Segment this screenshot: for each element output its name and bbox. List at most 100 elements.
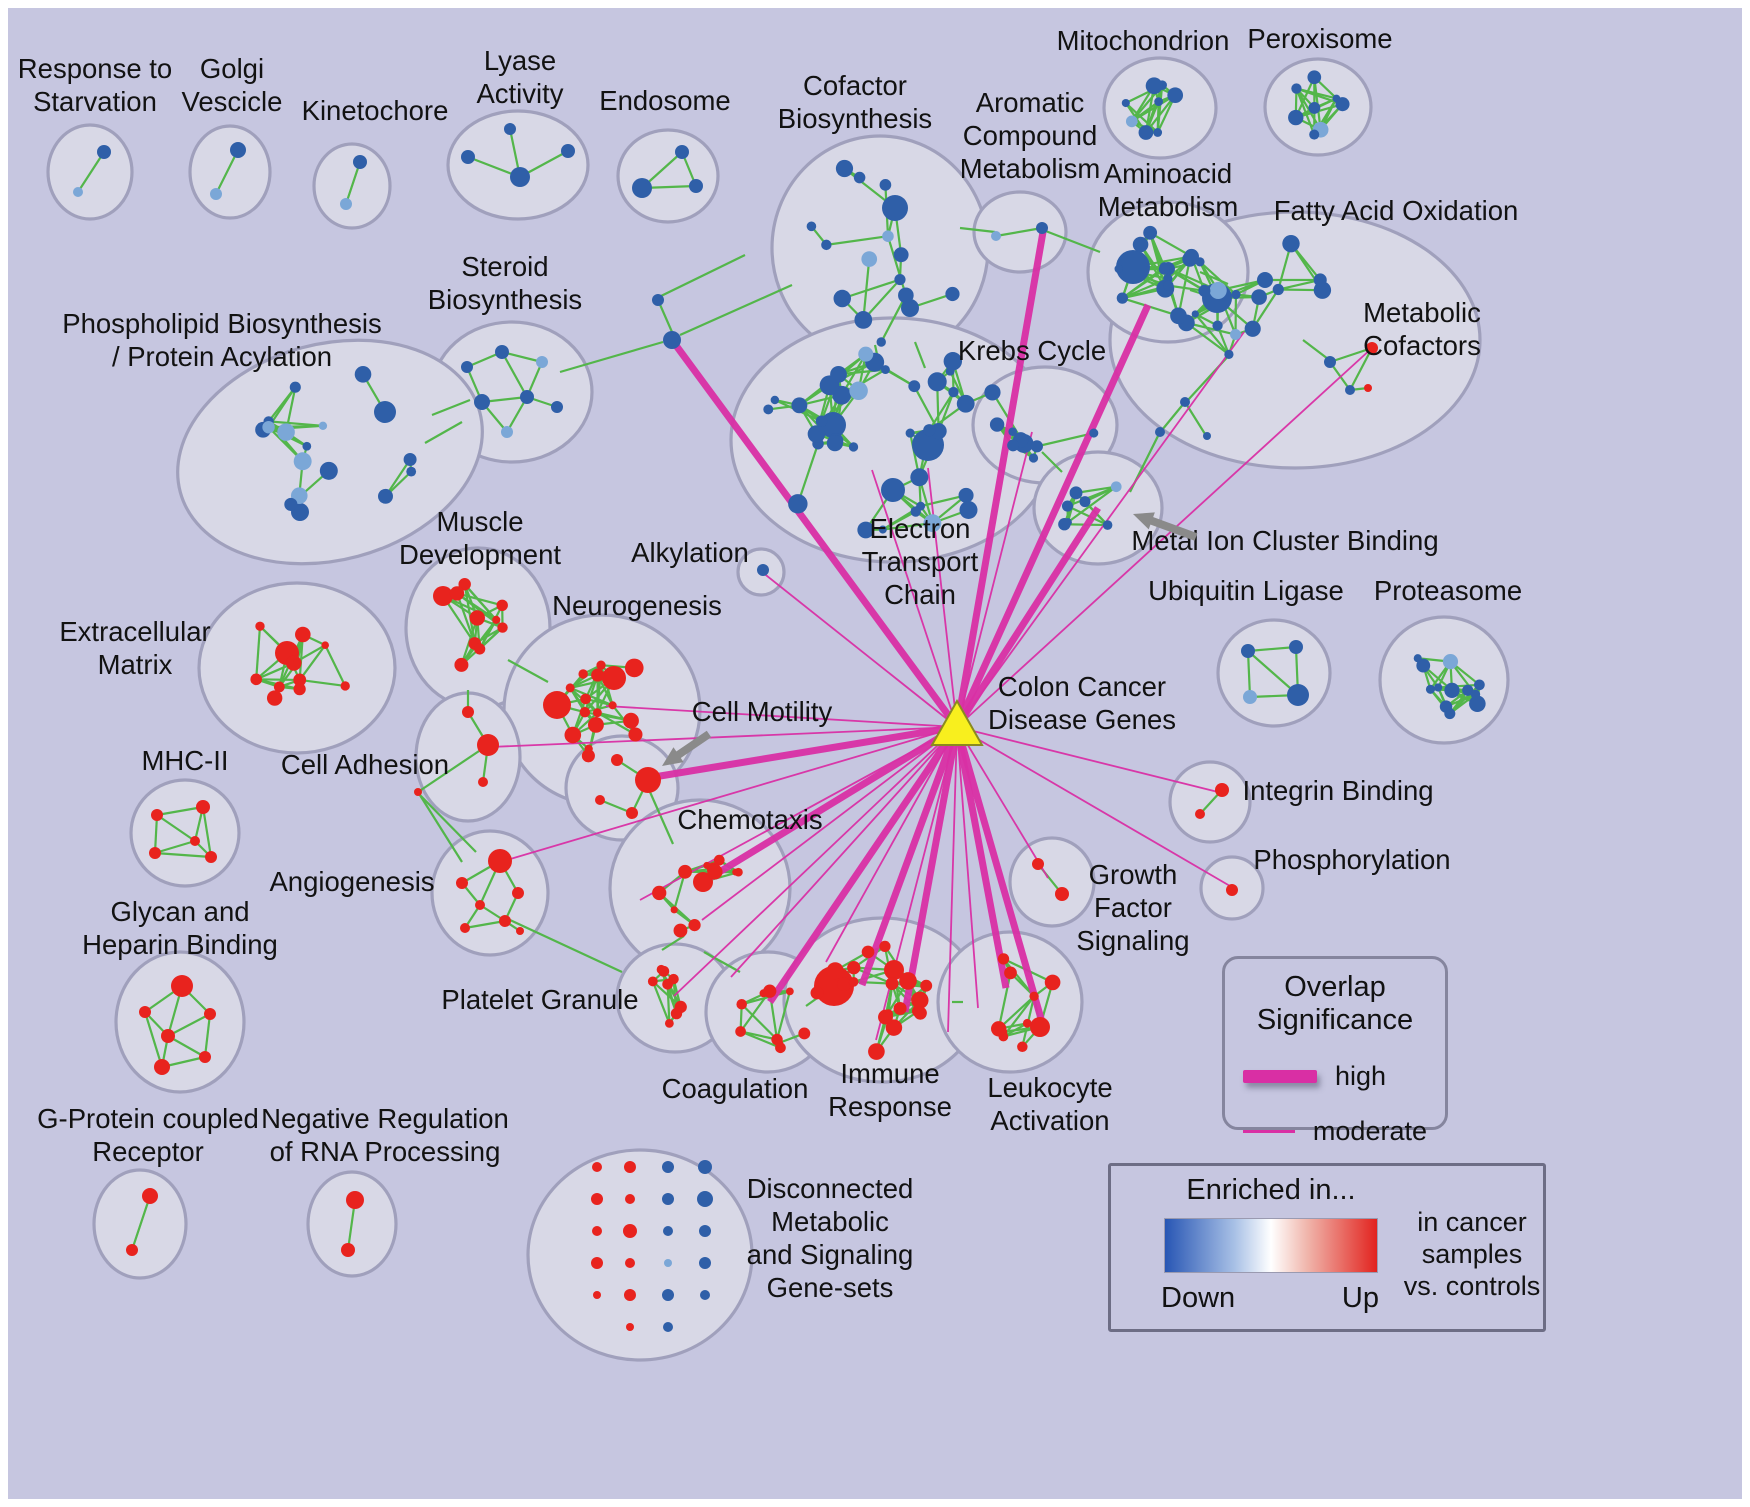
gene-set-node [1154, 97, 1163, 106]
gene-set-node [255, 621, 265, 631]
gene-set-node [205, 851, 217, 863]
gene-set-node [406, 466, 417, 477]
cluster-angiogenesis [430, 829, 550, 957]
gene-set-node [456, 877, 468, 889]
gene-set-node [1145, 77, 1163, 95]
gene-set-node [893, 1001, 907, 1015]
gene-set-node [700, 1290, 710, 1300]
gene-set-edge [1121, 268, 1165, 300]
legend-row-moderate: moderate [1225, 1116, 1445, 1147]
label-neurogenesis: Neurogenesis [552, 590, 722, 621]
hub-link-moderate [673, 726, 958, 997]
gene-set-node [319, 461, 338, 480]
gene-set-node [905, 428, 915, 438]
gene-set-node [1288, 109, 1304, 126]
gene-set-node [1203, 432, 1211, 440]
gene-set-node [670, 1007, 683, 1020]
gene-set-edge [1036, 432, 1095, 448]
gene-set-node [142, 1188, 158, 1204]
gene-set-node [149, 847, 161, 859]
gene-set-node [565, 683, 575, 693]
gene-set-edge [424, 421, 463, 444]
label-phospholipid-protein-acylation: Phospholipid Biosynthesis/ Protein Acyla… [62, 308, 382, 372]
hub-link-moderate [489, 726, 958, 748]
gene-set-node [625, 1194, 635, 1204]
gene-set-node [791, 397, 808, 414]
gene-set-node [884, 960, 904, 980]
hub-link-moderate [499, 726, 958, 863]
hub-link-high [647, 723, 958, 782]
gene-set-node [958, 487, 974, 503]
hub-link-moderate [956, 726, 1049, 879]
gene-set-node [536, 356, 548, 368]
gene-set-node [1243, 690, 1257, 704]
gene-set-node [848, 976, 859, 987]
gene-set-edge [256, 678, 300, 682]
gene-set-node [1036, 222, 1048, 234]
gene-set-node [199, 1051, 211, 1063]
gene-set-node [1058, 518, 1071, 531]
gene-set-edge [775, 991, 791, 1040]
gene-set-node [1324, 356, 1336, 368]
gene-set-edge [203, 1013, 212, 1058]
gene-set-node [1291, 83, 1302, 94]
gene-set-node [277, 423, 295, 441]
gene-set-edge [1185, 321, 1230, 356]
gene-set-node [624, 1161, 636, 1173]
gene-set-node [1061, 500, 1074, 512]
gene-set-node [984, 384, 1001, 401]
cluster-disconnected-gene-sets [526, 1148, 754, 1362]
gene-set-node [321, 641, 329, 649]
gene-set-node [945, 286, 960, 302]
gene-set-node [732, 868, 740, 876]
up-label: Up [1341, 1282, 1379, 1314]
gene-set-node [1444, 708, 1456, 720]
gene-set-node [1209, 281, 1227, 300]
gene-set-node [449, 586, 465, 601]
gene-set-node [1167, 87, 1184, 104]
gene-set-edge [1041, 451, 1063, 473]
gene-set-node [495, 345, 509, 359]
gene-set-node [678, 864, 692, 879]
gene-set-edge [796, 443, 820, 505]
gene-set-node [688, 918, 701, 932]
gene-set-node [1289, 640, 1303, 654]
gene-set-node [1212, 320, 1223, 331]
label-endosome: Endosome [599, 85, 730, 116]
gene-set-node [663, 331, 681, 349]
gene-set-edge [1084, 485, 1117, 503]
gene-set-node [1364, 384, 1372, 392]
gene-set-node [623, 712, 639, 729]
gene-set-node [293, 658, 302, 667]
gene-set-edge [417, 791, 463, 863]
gene-set-node [1224, 349, 1234, 360]
gene-set-node [581, 749, 595, 763]
gene-set-node [673, 923, 688, 938]
gene-set-node [1028, 453, 1039, 463]
gene-set-edge [1168, 284, 1205, 292]
label-kinetochore: Kinetochore [302, 95, 449, 126]
gene-set-node [675, 145, 689, 159]
gene-set-edge [1329, 346, 1373, 364]
label-proteasome: Proteasome [1374, 575, 1522, 606]
gene-set-node [893, 247, 909, 263]
gene-set-node [848, 442, 859, 452]
gene-set-node [923, 424, 936, 437]
gene-set-node [821, 239, 832, 251]
gene-set-node [798, 1027, 811, 1040]
gene-set-edge [456, 592, 503, 607]
gene-set-node [625, 1258, 635, 1268]
gene-set-node [881, 478, 905, 502]
gene-set-node [1116, 292, 1128, 304]
gene-set-node [757, 564, 769, 576]
gene-set-node [512, 887, 524, 899]
gene-set-node [154, 1059, 170, 1075]
gene-set-node [1287, 684, 1309, 706]
gene-set-edge [464, 919, 506, 930]
gene-set-node [595, 795, 605, 805]
gene-set-edge [324, 644, 347, 687]
